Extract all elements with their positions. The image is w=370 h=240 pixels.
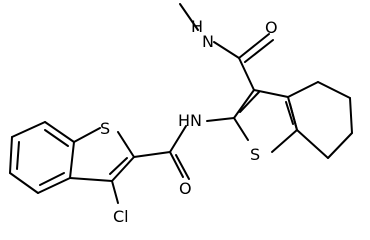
atom-s-right: S bbox=[250, 145, 260, 164]
cyclohexene-ring bbox=[287, 81, 353, 159]
atom-o-left: O bbox=[179, 179, 192, 198]
atom-n-methylamide: N bbox=[202, 32, 214, 51]
thiophene-ring-left bbox=[69, 127, 135, 182]
thiophene-ring-right bbox=[206, 89, 298, 153]
cl-bond bbox=[111, 180, 119, 204]
chemical-structure: S S HN H N O O Cl bbox=[9, 3, 353, 226]
amide-left bbox=[133, 125, 190, 180]
atom-s-left: S bbox=[100, 119, 110, 138]
atom-nh-amide: HN bbox=[178, 111, 202, 130]
atom-o-right: O bbox=[265, 18, 278, 37]
structure-canvas: S S HN H N O O Cl bbox=[9, 3, 353, 226]
amide-right bbox=[179, 3, 274, 91]
atom-h-methylamide: H bbox=[191, 17, 203, 36]
benzene-ring bbox=[9, 121, 75, 194]
atom-cl: Cl bbox=[113, 207, 129, 226]
